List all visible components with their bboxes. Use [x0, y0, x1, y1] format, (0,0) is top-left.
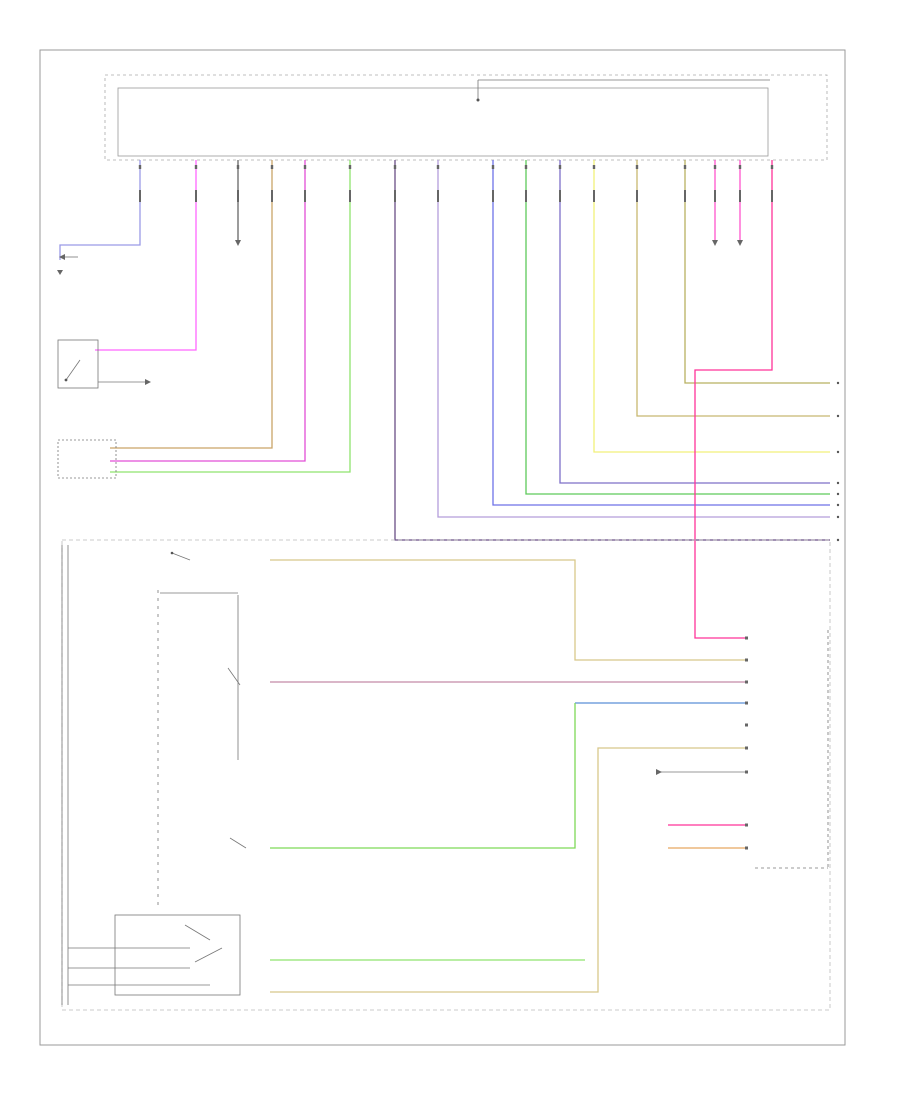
ground-arrow: [145, 379, 151, 385]
module-pin-9: [491, 165, 495, 169]
cluster-connector-pin-5: [745, 723, 748, 727]
sensor-box: [57, 339, 99, 389]
module-pin-markers: [138, 165, 774, 246]
module-pin-7: [393, 165, 397, 169]
arrow-terminal-2: [712, 240, 718, 246]
wire-connector-12: [593, 190, 595, 202]
right-connector-pin-3: [836, 450, 840, 454]
module-pin-8: [436, 165, 440, 169]
wire-connector-7: [394, 190, 396, 202]
cluster-connector-pin-7: [745, 770, 748, 774]
switch-assembly: [61, 539, 831, 1011]
wire-8: [437, 160, 830, 518]
wire-5: [110, 160, 306, 462]
module-pin-16: [738, 165, 742, 169]
right-connector-pin-2: [836, 414, 840, 418]
right-connector-pin-7: [836, 515, 840, 519]
wire-17: [694, 160, 773, 639]
module-pin-14: [683, 165, 687, 169]
right-connector-pin-6: [836, 503, 840, 507]
module-pin-15: [713, 165, 717, 169]
module-pin-6: [348, 165, 352, 169]
module-wires: [59, 160, 830, 639]
right-connector-pin-8: [836, 538, 840, 542]
wire-21: [270, 703, 576, 849]
wire-connector-1: [139, 190, 141, 202]
cluster-connector-pin-9: [745, 846, 748, 850]
arrow-terminal-3: [737, 240, 743, 246]
wire-2: [95, 160, 197, 351]
wire-23: [270, 747, 745, 993]
wire-6: [110, 160, 351, 473]
wire-connector-6: [349, 190, 351, 202]
wire-connector-9: [492, 190, 494, 202]
wire-10: [525, 160, 830, 495]
wire-connector-15: [714, 190, 716, 202]
module-pin-4: [270, 165, 274, 169]
wire-connector-11: [559, 190, 561, 202]
module-pin-5: [303, 165, 307, 169]
switch-connector-box: [57, 439, 117, 479]
wire-connector-3: [237, 190, 239, 202]
module-pin-3: [236, 165, 240, 169]
cluster-connector-pin-3: [745, 680, 748, 684]
combination-switch-arm-2: [194, 947, 223, 963]
wire-4: [110, 160, 273, 449]
instrument-cluster-module: [755, 630, 829, 869]
module-node: [476, 98, 480, 102]
cluster-connector-pin-8: [745, 823, 748, 827]
diagram-frame: [39, 49, 846, 1046]
control-module-box: [104, 74, 828, 161]
wire-12: [593, 160, 830, 453]
control-module-inner-box: [117, 87, 769, 157]
switch-assembly-box: [61, 539, 831, 1011]
module-pin-2: [194, 165, 198, 169]
wire-1: [59, 160, 141, 260]
switch-arm-lower: [229, 837, 247, 849]
wire-14: [684, 160, 830, 384]
wire-connector-17: [771, 190, 773, 202]
cluster-connector-pin-2: [745, 658, 748, 662]
module-pin-17: [770, 165, 774, 169]
lower-wires: [270, 559, 745, 993]
wire-connector-16: [739, 190, 741, 202]
module-pin-10: [524, 165, 528, 169]
wire-connector-8: [437, 190, 439, 202]
wire-connector-14: [684, 190, 686, 202]
right-connector-pin-5: [836, 492, 840, 496]
right-connector-pin-1: [836, 381, 840, 385]
sensor-pivot: [64, 378, 68, 382]
combination-switch-box: [114, 914, 241, 996]
switch-arm-top-pivot: [170, 551, 174, 555]
cluster-connector-pin-1: [745, 636, 748, 640]
cluster-connector-pin-4: [745, 701, 748, 705]
module-pin-12: [592, 165, 596, 169]
ground-triangle: [656, 769, 662, 775]
combination-switch-arm: [184, 924, 211, 941]
ground-symbol: [57, 270, 63, 275]
right-connector-pins: [745, 381, 840, 850]
wire-connector-5: [304, 190, 306, 202]
wire-13: [636, 160, 830, 417]
module-pin-11: [558, 165, 562, 169]
module-pin-13: [635, 165, 639, 169]
wire-11: [559, 160, 830, 484]
switch-arm-mid: [227, 667, 241, 686]
wire-9: [492, 160, 830, 506]
wire-connector-13: [636, 190, 638, 202]
switch-arm-top: [171, 552, 191, 561]
right-connector-pin-4: [836, 481, 840, 485]
sensor-switch-arm: [65, 359, 81, 381]
arrow-terminal-1: [235, 240, 241, 246]
module-pin-1: [138, 165, 142, 169]
wire-connector-4: [271, 190, 273, 202]
left-components: [57, 254, 151, 479]
wire-connector-2: [195, 190, 197, 202]
cluster-connector-pin-6: [745, 746, 748, 750]
ground-arrow-left: [59, 254, 65, 260]
wire-18: [270, 559, 745, 661]
wire-connector-10: [525, 190, 527, 202]
